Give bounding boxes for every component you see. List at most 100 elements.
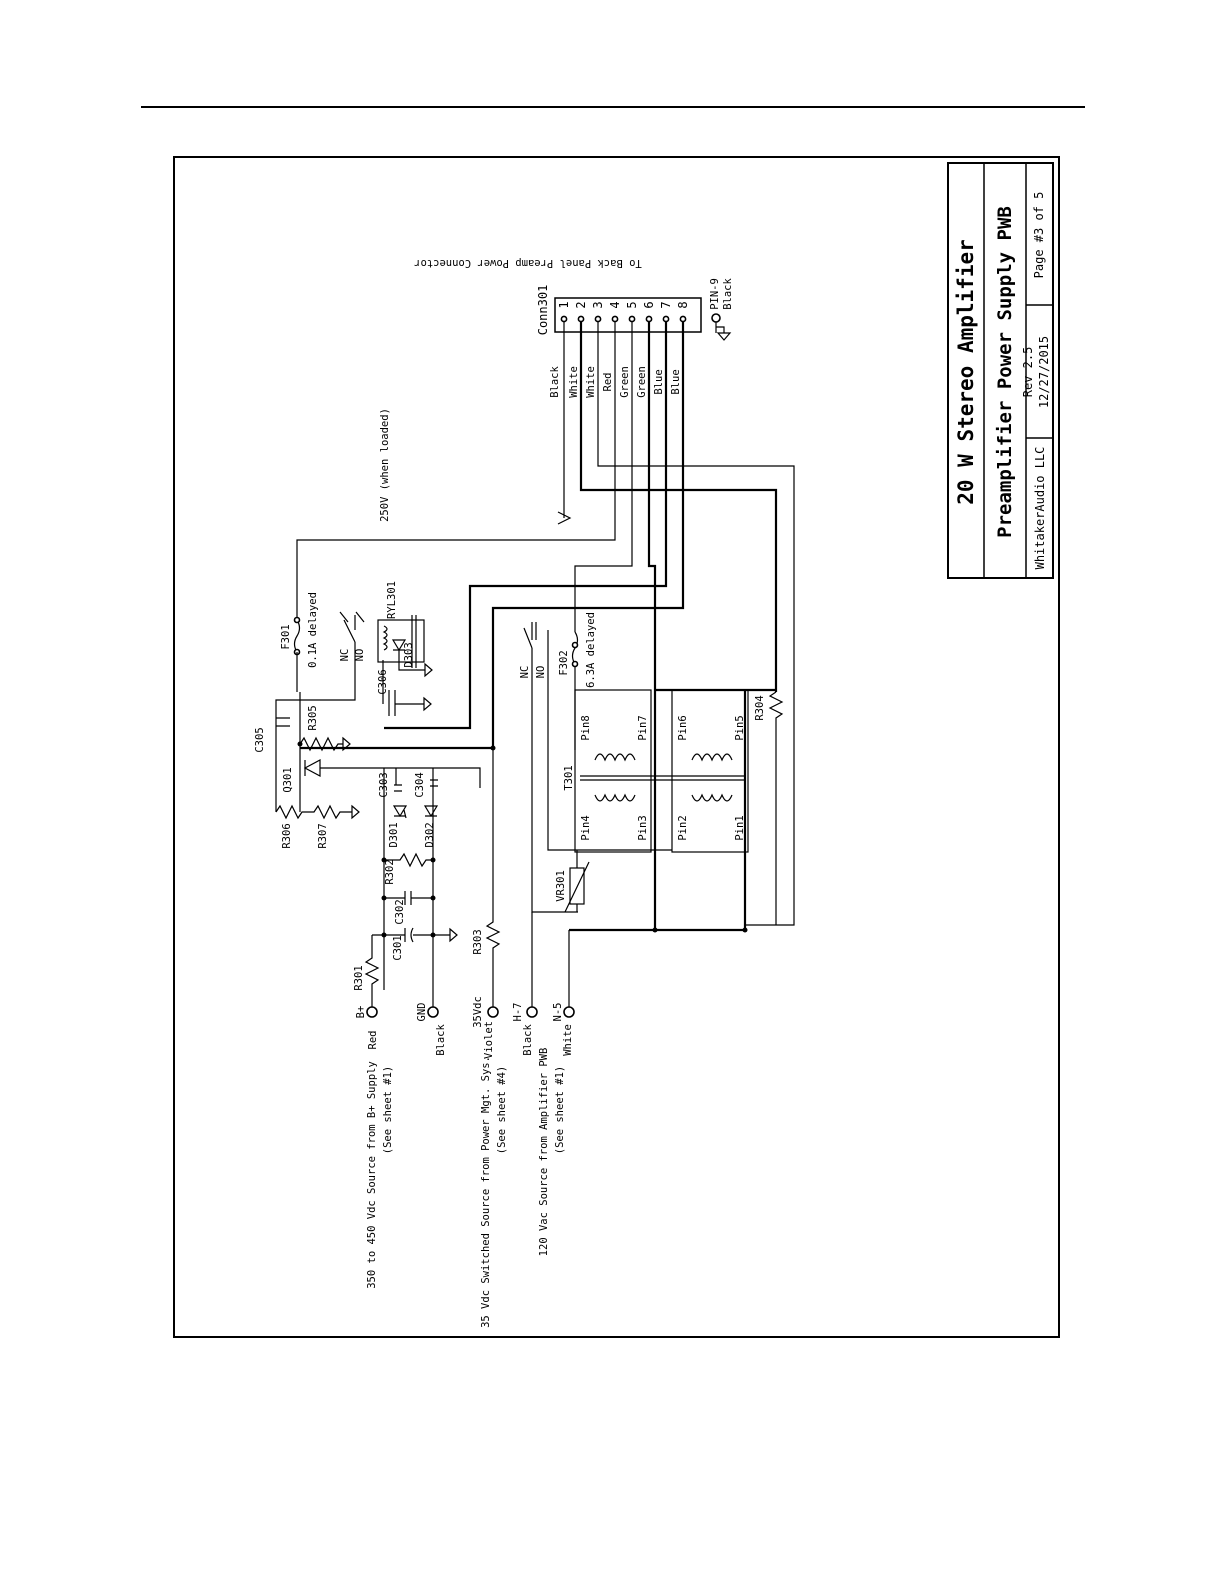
note-35vdc-1: 35 Vdc Switched Source from Power Mgt. S…: [480, 1056, 492, 1328]
terminal-gnd: GND: [416, 1003, 428, 1022]
t301-label: T301: [563, 765, 575, 790]
q301-label: Q301: [282, 767, 294, 792]
terminal-n5: N-5: [552, 1003, 564, 1022]
q301: Q301: [282, 692, 481, 812]
f301-value: 0.1A delayed: [307, 592, 319, 668]
terminal-bplus-wire: Red: [367, 1031, 379, 1050]
note-35vdc-2: (See sheet #4): [496, 1066, 508, 1155]
r303-label: R303: [472, 929, 484, 954]
terminal-n5-wire: White: [562, 1024, 574, 1056]
conn301-label: Conn301: [536, 285, 550, 336]
t301-pin6: Pin6: [677, 715, 689, 740]
note-bplus-1: 350 to 450 Vdc Source from B+ Supply: [366, 1061, 378, 1289]
r306-label: R306: [281, 823, 293, 848]
conn-pin-6: 6: [642, 301, 656, 308]
d301-label: D301: [388, 822, 400, 847]
page-number: Page #3 of 5: [1032, 192, 1046, 279]
ryl301-relay: RYL301 D303 C306: [377, 581, 433, 716]
wire-color-5: Green: [619, 366, 631, 398]
c306-label: C306: [377, 669, 389, 694]
r301: R301: [353, 935, 380, 1008]
c305: C305: [254, 717, 290, 753]
wire-color-3: White: [585, 366, 597, 398]
c301-label: C301: [392, 935, 404, 960]
terminal-35vdc: 35Vdc: [472, 996, 484, 1028]
wire-color-7: Blue: [653, 369, 665, 394]
terminal-h7-wire: Black: [522, 1024, 534, 1056]
drawing-subtitle: Preamplifier Power Supply PWB: [994, 206, 1016, 538]
terminal-h7: H-7: [512, 1003, 524, 1022]
conn-pin-7: 7: [659, 301, 673, 308]
t301-pin4: Pin4: [580, 815, 592, 840]
r306-r307: R306 R307: [275, 804, 360, 849]
terminal-gnd-wire: Black: [435, 1024, 447, 1056]
t301-pin1: Pin1: [734, 815, 746, 840]
relay-nc-label-2: NC: [519, 666, 531, 679]
conn-pin-3: 3: [591, 301, 605, 308]
input-terminals: B+ GND 35Vdc H-7 N-5 Red Black Violet Bl…: [355, 912, 575, 1059]
conn-pin-1: 1: [557, 301, 571, 308]
t301-transformer: T301 Pin8 Pin7 Pin6 Pin5 Pin4 Pin3 Pin2 …: [563, 688, 776, 933]
r303: R303: [472, 745, 501, 1008]
d303-label: D303: [403, 642, 415, 667]
f301-fuse: F301 0.1A delayed: [280, 592, 319, 692]
conn-pin-5: 5: [625, 301, 639, 308]
r302: R302: [381, 852, 436, 885]
note-h7-2: (See sheet #1): [554, 1066, 566, 1155]
r304-label: R304: [754, 695, 766, 720]
connector-wiring: [296, 322, 795, 930]
t301-pin8: Pin8: [580, 715, 592, 740]
f301-label: F301: [280, 624, 292, 649]
conn-pin-2: 2: [574, 301, 588, 308]
note-bplus-2: (See sheet #1): [382, 1066, 394, 1155]
title-block: 20 W Stereo Amplifier Preamplifier Power…: [947, 162, 1054, 579]
relay-contacts-upper: NC NO: [275, 611, 366, 812]
wire-color-8: Blue: [670, 369, 682, 394]
relay-no-label: NO: [354, 649, 366, 662]
vr301: VR301: [555, 850, 590, 913]
conn301-caption: To Back Panel Preamp Power Connector: [414, 257, 642, 269]
revision: Rev 2.5: [1021, 347, 1035, 398]
c302-label: C302: [394, 899, 406, 924]
pin9-wire-color: Black: [722, 278, 734, 310]
note-h7-1: 120 Vac Source from Amplifier PWB: [538, 1048, 550, 1257]
wire-color-6: Green: [636, 366, 648, 398]
revision-date: 12/27/2015: [1037, 336, 1051, 408]
t301-pin7: Pin7: [637, 715, 649, 740]
conn-pin-8: 8: [676, 301, 690, 308]
terminal-35vdc-wire: Violet: [483, 1021, 495, 1059]
r304: R304: [754, 691, 784, 925]
f302-label: F302: [558, 650, 570, 675]
relay-no-label-2: NO: [535, 666, 547, 679]
company-name: WhitakerAudio LLC: [1033, 447, 1047, 570]
r305-label: R305: [307, 705, 319, 730]
conn301: Conn301 To Back Panel Preamp Power Conne…: [414, 257, 734, 398]
terminal-bplus: B+: [355, 1006, 367, 1019]
wire-color-2: White: [568, 366, 580, 398]
t301-pin5: Pin5: [734, 715, 746, 740]
c305-label: C305: [254, 727, 266, 752]
relay-nc-label: NC: [339, 649, 351, 662]
c301: C301: [372, 927, 458, 961]
drawing-frame: [173, 156, 1060, 1338]
t301-pin3: Pin3: [637, 815, 649, 840]
r307-label: R307: [317, 823, 329, 848]
c304-label: C304: [414, 772, 426, 797]
wire-color-4: Red: [602, 373, 614, 392]
t301-pin2: Pin2: [677, 815, 689, 840]
c302: C302: [381, 891, 436, 925]
d302-label: D302: [424, 822, 436, 847]
r305: R305: [297, 705, 351, 752]
vr301-label: VR301: [555, 870, 567, 902]
wire-color-1: Black: [549, 366, 561, 398]
c303-label: C303: [378, 772, 390, 797]
drawing-title: 20 W Stereo Amplifier: [954, 239, 978, 505]
r301-label: R301: [353, 965, 365, 990]
voltage-note: 250V (when loaded): [379, 408, 391, 522]
c303-c304-d301-d302: C303 C304 D301 D302: [378, 768, 439, 1010]
r302-label: R302: [384, 859, 396, 884]
f302-value: 6.3A delayed: [585, 612, 597, 688]
conn-pin-4: 4: [608, 301, 622, 308]
ryl301-label: RYL301: [386, 581, 398, 619]
